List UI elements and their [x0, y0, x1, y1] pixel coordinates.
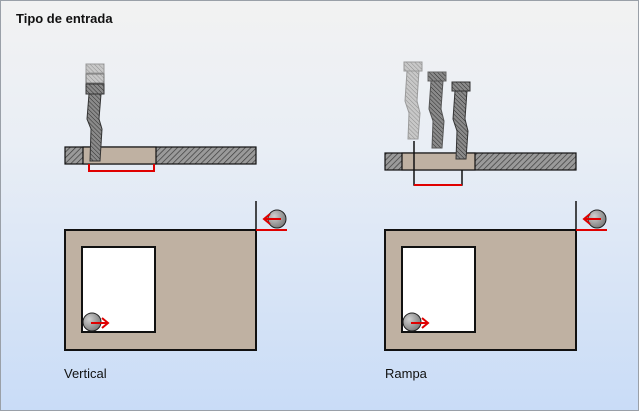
option-label-rampa[interactable]: Rampa — [385, 366, 427, 381]
vertical-tool-icon — [85, 63, 105, 162]
vertical-side-view — [64, 63, 257, 172]
rampa-top-view — [384, 201, 607, 351]
vertical-top-view — [64, 201, 287, 351]
rampa-tool-icon — [403, 61, 471, 160]
vertical-option[interactable] — [64, 63, 287, 351]
rampa-option[interactable] — [384, 61, 607, 351]
option-label-vertical[interactable]: Vertical — [64, 366, 107, 381]
panel-title: Tipo de entrada — [16, 11, 113, 26]
rampa-side-view — [384, 61, 577, 186]
vertical-pocket-path — [88, 164, 155, 172]
